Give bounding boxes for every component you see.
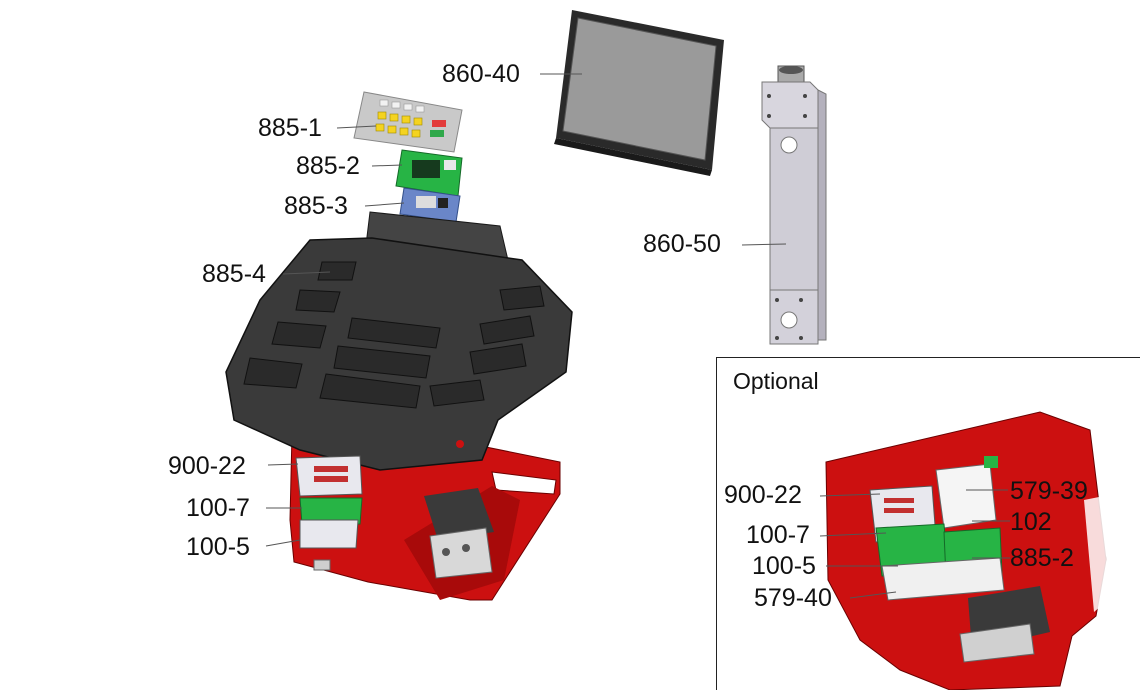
label-100-7: 100-7 [186, 494, 250, 522]
optional-inset-frame [716, 357, 1140, 690]
housing-part [225, 211, 573, 471]
label-885-1: 885-1 [258, 114, 322, 142]
label-885-2: 885-2 [296, 152, 360, 180]
label-860-40: 860-40 [442, 60, 520, 88]
column-part [761, 65, 827, 345]
electronics-stack-main [295, 455, 363, 549]
optional-label-100-5: 100-5 [752, 552, 816, 580]
optional-label-885-2: 885-2 [1010, 544, 1074, 572]
optional-inset-art [825, 411, 1108, 690]
optional-label-900-22: 900-22 [724, 481, 802, 509]
label-885-3: 885-3 [284, 192, 348, 220]
keypad-part [353, 91, 463, 153]
label-100-5: 100-5 [186, 533, 250, 561]
leader-lines [265, 73, 1010, 599]
monitor-part [554, 10, 724, 176]
optional-label-579-40: 579-40 [754, 584, 832, 612]
label-860-50: 860-50 [643, 230, 721, 258]
optional-label-102: 102 [1010, 508, 1052, 536]
optional-label-579-39: 579-39 [1010, 477, 1088, 505]
optional-label-100-7: 100-7 [746, 521, 810, 549]
label-885-4: 885-4 [202, 260, 266, 288]
label-900-22: 900-22 [168, 452, 246, 480]
optional-title: Optional [733, 368, 819, 394]
